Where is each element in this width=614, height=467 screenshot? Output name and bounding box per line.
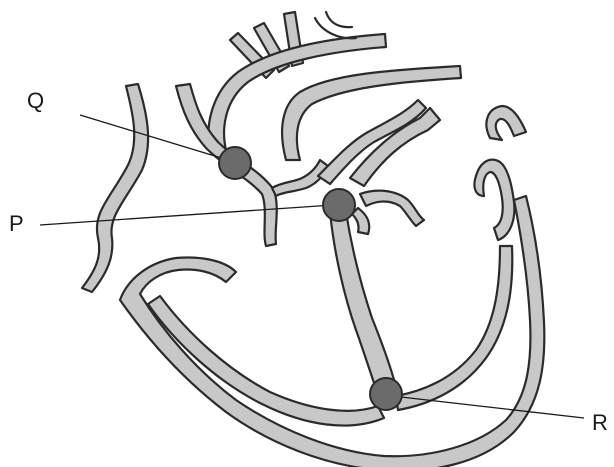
vena-cava <box>82 84 148 292</box>
node-r <box>370 378 402 410</box>
right-hook-vessel <box>486 106 526 140</box>
bundle-branch-septum <box>330 212 398 396</box>
node-p <box>323 189 355 221</box>
septal-stub-left <box>352 208 369 234</box>
node-q <box>219 147 251 179</box>
right-ventricle-arm <box>396 246 512 410</box>
ventricle-pathways <box>120 196 544 467</box>
atrial-branch-right <box>474 160 514 240</box>
label-p: P <box>9 211 24 236</box>
pointer-line-r <box>392 396 584 418</box>
pointer-line-p <box>40 205 333 225</box>
label-q: Q <box>27 88 44 113</box>
descending-aorta-outer <box>315 12 356 38</box>
septal-stub-right <box>360 191 424 226</box>
label-r: R <box>592 410 608 435</box>
